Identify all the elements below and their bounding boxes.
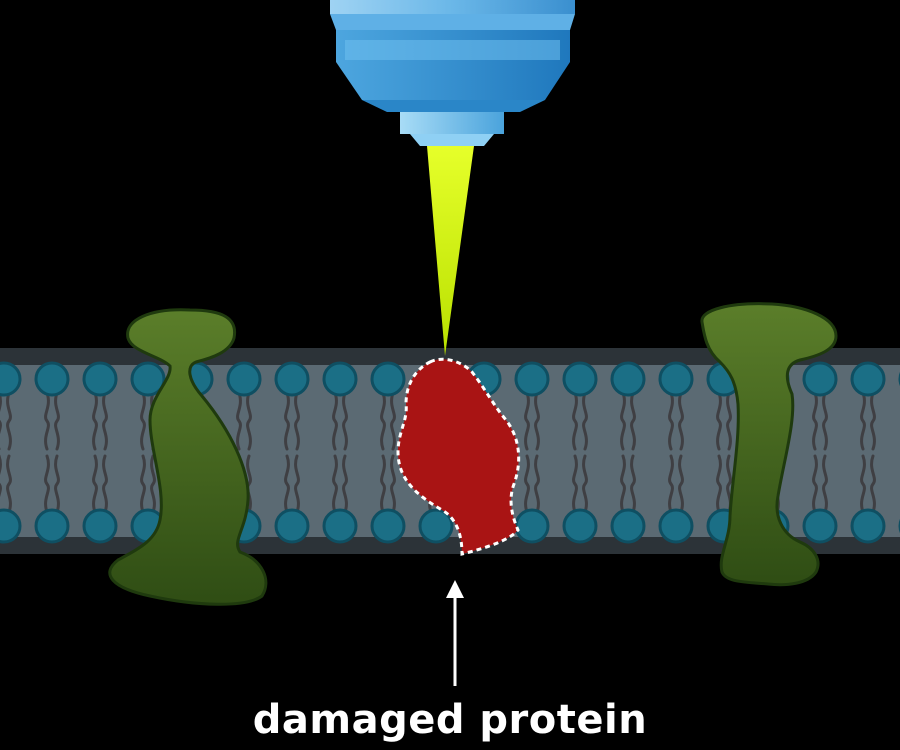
lipid-head	[370, 508, 406, 544]
damaged-protein-label: damaged protein	[252, 697, 648, 743]
lipid-tail	[620, 454, 626, 514]
lipid-head	[0, 361, 22, 397]
lipid-head	[322, 361, 358, 397]
lipid-tail	[812, 391, 818, 451]
lipid-tail	[6, 391, 12, 451]
lipid-tail	[54, 454, 60, 514]
lipid-tail	[716, 454, 722, 514]
lipid-tail	[342, 454, 348, 514]
lipid-head	[82, 361, 118, 397]
lipid-tail	[380, 391, 386, 451]
arrow-up-icon	[446, 580, 464, 686]
lipid-head	[658, 361, 694, 397]
lipid-tail	[572, 454, 578, 514]
lipid-head	[514, 508, 550, 544]
lipid-tail	[534, 391, 540, 451]
lipid-tail	[294, 454, 300, 514]
lipid-tail	[44, 391, 50, 451]
lipid-head	[802, 361, 838, 397]
lipid-tail	[246, 391, 252, 451]
lipid-head	[802, 508, 838, 544]
lipid-tail	[284, 454, 290, 514]
lipid-tail	[390, 391, 396, 451]
lipid-tail	[716, 391, 722, 451]
lipid-head	[226, 361, 262, 397]
lipid-tail	[44, 454, 50, 514]
lipid-head	[82, 508, 118, 544]
lipid-tail	[92, 454, 98, 514]
lipid-tail	[92, 391, 98, 451]
lipid-tail	[620, 391, 626, 451]
lipid-tail	[870, 391, 876, 451]
lipid-tail	[342, 391, 348, 451]
damaged-protein	[396, 357, 521, 556]
lipid-head	[322, 508, 358, 544]
lipid-tail	[870, 454, 876, 514]
lipid-head	[34, 508, 70, 544]
lipid-tail	[332, 391, 338, 451]
lipid-head	[850, 508, 886, 544]
lipid-tail	[572, 391, 578, 451]
lipid-tail	[860, 454, 866, 514]
objective-tip	[410, 134, 494, 146]
lipid-tail	[6, 454, 12, 514]
lipid-tail	[236, 391, 242, 451]
lipid-head	[370, 361, 406, 397]
lipid-tail	[582, 454, 588, 514]
lipid-tail	[668, 454, 674, 514]
objective-barrel	[330, 0, 575, 14]
lipid-tail	[822, 391, 828, 451]
lipid-tail	[390, 454, 396, 514]
lipid-head	[34, 361, 70, 397]
lipid-head	[610, 508, 646, 544]
lipid-tail	[582, 391, 588, 451]
arrow-head	[446, 580, 464, 598]
lipid-tail	[380, 454, 386, 514]
lipid-head	[658, 508, 694, 544]
lipid-head	[130, 361, 166, 397]
lipid-tail	[54, 391, 60, 451]
lipid-tail	[812, 454, 818, 514]
lipid-heads-top-row	[0, 361, 900, 397]
lipid-tail	[726, 391, 732, 451]
lipid-tail	[332, 454, 338, 514]
lipid-tail	[140, 391, 146, 451]
lipid-head	[274, 508, 310, 544]
lipid-tail	[630, 454, 636, 514]
lipid-tail	[860, 391, 866, 451]
lipid-head	[562, 361, 598, 397]
lipid-head	[418, 508, 454, 544]
lipid-head	[514, 361, 550, 397]
lipid-head	[274, 361, 310, 397]
lipid-tail	[668, 391, 674, 451]
lipid-tail	[524, 454, 530, 514]
lipid-head	[610, 361, 646, 397]
healthy-protein-left	[108, 308, 268, 606]
lipid-tail	[102, 391, 108, 451]
objective-taper	[362, 100, 545, 112]
lipid-tail	[678, 454, 684, 514]
lipid-tail	[678, 391, 684, 451]
lipid-tail	[140, 454, 146, 514]
lipid-tail	[534, 454, 540, 514]
objective-facet	[345, 40, 560, 60]
healthy-protein-right	[700, 302, 838, 587]
lipid-heads-bottom-row	[0, 508, 900, 544]
lipid-head	[562, 508, 598, 544]
laser-beam-icon	[427, 146, 474, 356]
objective-nose	[400, 112, 504, 134]
lipid-tail	[822, 454, 828, 514]
microscope-objective-icon	[330, 0, 575, 146]
lipid-tail	[102, 454, 108, 514]
lipid-tail	[294, 391, 300, 451]
objective-collar	[330, 14, 575, 30]
lipid-tail	[284, 391, 290, 451]
lipid-tail	[630, 391, 636, 451]
lipid-tail	[150, 454, 156, 514]
lipid-tail	[524, 391, 530, 451]
lipid-tail	[246, 454, 252, 514]
lipid-head	[0, 508, 22, 544]
lipid-head	[850, 361, 886, 397]
